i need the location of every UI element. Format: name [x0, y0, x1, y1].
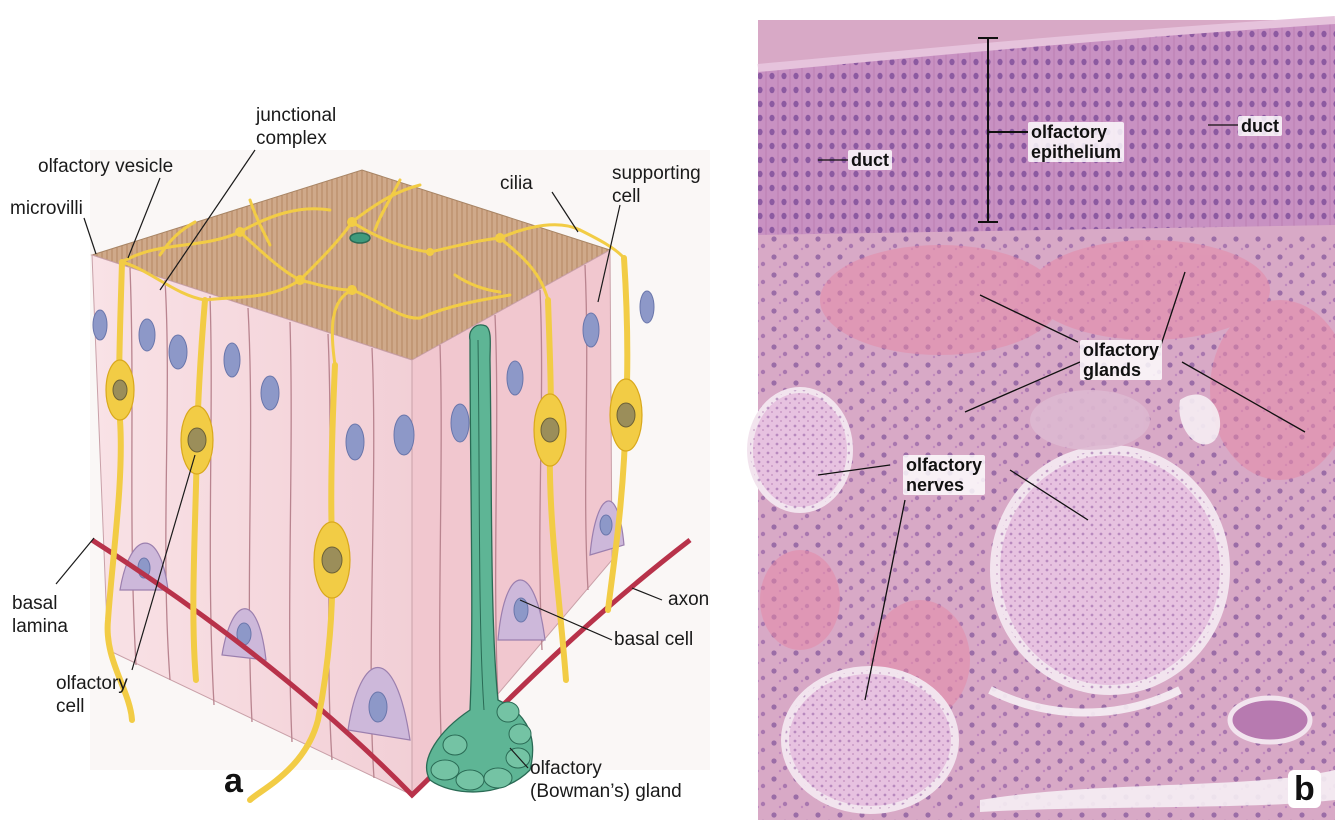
label-axon: axon	[668, 588, 709, 611]
label-olfactory-glands: olfactory glands	[1080, 340, 1162, 380]
label-bowmans-gland: olfactory (Bowman’s) gland	[530, 757, 682, 803]
label-basal-cell: basal cell	[614, 628, 693, 651]
label-cilia: cilia	[500, 172, 533, 195]
gland-duct-opening	[350, 233, 370, 243]
label-microvilli: microvilli	[10, 197, 83, 220]
panel-a-block-diagram	[56, 150, 710, 800]
label-supporting-cell: supporting cell	[612, 162, 701, 208]
label-basal-lamina: basal lamina	[12, 592, 68, 638]
label-junctional-complex: junctional complex	[256, 104, 336, 150]
label-olfactory-cell: olfactory cell	[56, 672, 128, 718]
label-olfactory-vesicle: olfactory vesicle	[38, 155, 173, 178]
label-duct-left: duct	[848, 150, 892, 170]
label-duct-right: duct	[1238, 116, 1282, 136]
label-olfactory-epithelium: olfactory epithelium	[1028, 122, 1124, 162]
label-olfactory-nerves: olfactory nerves	[903, 455, 985, 495]
panel-a-letter: a	[224, 762, 243, 801]
panel-b-letter: b	[1288, 770, 1321, 808]
